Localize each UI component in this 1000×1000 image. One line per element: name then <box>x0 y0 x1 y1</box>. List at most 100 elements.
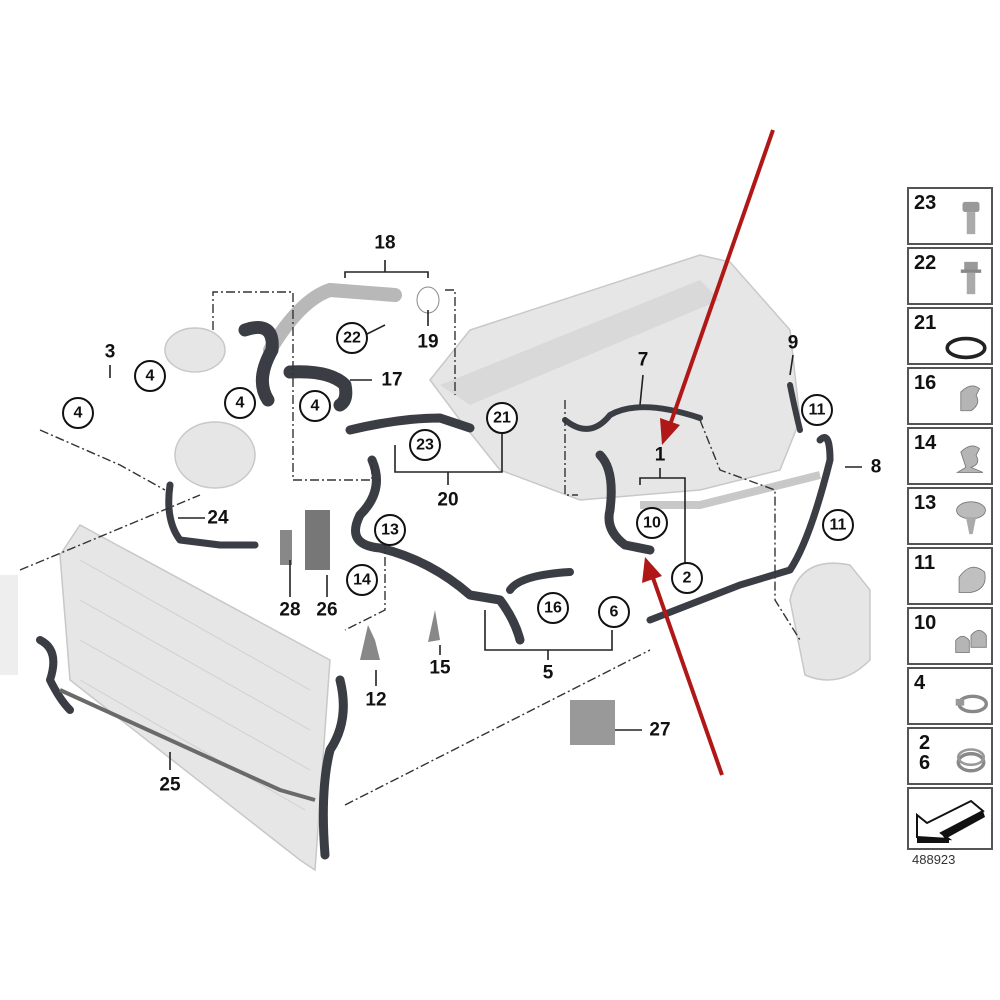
red-arrow-top <box>668 129 775 426</box>
callout-circle <box>62 397 94 429</box>
callout-21: 21 <box>486 402 518 434</box>
callout-25: 25 <box>159 775 181 796</box>
hose-clip-icon <box>955 445 984 473</box>
callout-number: 10 <box>643 515 661 532</box>
callout-number: 11 <box>809 402 826 419</box>
hoses <box>36 321 834 860</box>
callout-number: 26 <box>316 600 337 621</box>
callout-number: 25 <box>159 775 181 796</box>
callout-number: 17 <box>381 370 402 391</box>
callout-6: 6 <box>598 596 630 628</box>
callout-circle <box>134 360 166 392</box>
o-ring-icon <box>945 336 987 360</box>
callout-number: 24 <box>207 508 229 529</box>
legend-item-13: 13 <box>907 487 993 545</box>
callout-2: 2 <box>671 562 703 594</box>
callout-number: 4 <box>74 405 83 422</box>
callout-number: 12 <box>365 690 386 711</box>
callout-5: 5 <box>543 663 554 684</box>
legend-item-2-6: 2 6 <box>907 727 993 785</box>
callout-number: 23 <box>416 437 434 454</box>
callout-4: 4 <box>62 397 94 429</box>
callout-number: 28 <box>279 600 300 621</box>
hose-clip-icon <box>960 385 981 412</box>
callout-10: 10 <box>636 507 668 539</box>
legend-item-11: 11 <box>907 547 993 605</box>
diagram-reference-number: 488923 <box>912 852 956 867</box>
legend-item-10: 10 <box>907 607 993 665</box>
flange-bolt-icon <box>960 261 982 295</box>
callout-19: 19 <box>417 332 438 353</box>
callout-circle <box>374 514 406 546</box>
callout-number: 4 <box>236 395 245 412</box>
brackets <box>280 510 615 745</box>
callout-20: 20 <box>437 490 458 511</box>
callout-number: 14 <box>353 572 371 589</box>
callout-16: 16 <box>537 592 569 624</box>
red-arrowhead-bottom <box>642 557 662 583</box>
legend-item-4: 4 <box>907 667 993 725</box>
radiator <box>0 524 331 872</box>
legend-item-16: 16 <box>907 367 993 425</box>
callout-13: 13 <box>374 514 406 546</box>
callout-number: 18 <box>374 233 395 254</box>
callout-15: 15 <box>429 658 451 679</box>
legend-item-22: 22 <box>907 247 993 305</box>
front-direction-arrow-icon <box>916 799 985 843</box>
callout-circle <box>598 596 630 628</box>
callout-number: 4 <box>311 398 320 415</box>
callout-8: 8 <box>871 457 882 478</box>
callout-circle <box>801 394 833 426</box>
callout-number: 15 <box>429 658 451 679</box>
callout-22: 22 <box>336 322 368 354</box>
callout-number: 5 <box>543 663 554 684</box>
red-arrow-bottom <box>650 574 724 776</box>
highlight-arrows <box>642 129 775 776</box>
callout-27: 27 <box>649 720 670 741</box>
callout-17: 17 <box>381 370 402 391</box>
callout-circle <box>822 509 854 541</box>
callout-1: 1 <box>655 445 666 466</box>
callout-circle <box>537 592 569 624</box>
callout-7: 7 <box>638 350 649 371</box>
callout-number: 2 <box>683 570 692 587</box>
callout-number: 6 <box>610 604 619 621</box>
callout-number: 8 <box>871 457 882 478</box>
callout-11: 11 <box>801 394 833 426</box>
legend-item-21: 21 <box>907 307 993 365</box>
callout-4: 4 <box>134 360 166 392</box>
callout-circle <box>346 564 378 596</box>
red-arrowhead-top <box>660 418 680 445</box>
legend-item-23: 23 <box>907 187 993 245</box>
callout-circle <box>409 429 441 461</box>
callout-circle <box>671 562 703 594</box>
callout-circle <box>486 402 518 434</box>
callout-circle <box>299 390 331 422</box>
engine-block <box>429 254 801 501</box>
spring-clamp-icon <box>956 748 986 773</box>
callout-circle <box>224 387 256 419</box>
callout-number: 4 <box>146 368 155 385</box>
water-pump <box>164 327 256 489</box>
hose-clip-icon <box>958 566 986 593</box>
callout-number: 7 <box>638 350 649 371</box>
callout-number: 16 <box>544 600 562 617</box>
callout-number: 20 <box>437 490 458 511</box>
callout-number: 3 <box>105 342 116 363</box>
callout-number: 22 <box>343 330 361 347</box>
double-clip-icon <box>955 629 987 653</box>
callout-12: 12 <box>365 690 386 711</box>
callout-24: 24 <box>207 508 229 529</box>
callout-4: 4 <box>224 387 256 419</box>
callout-number: 11 <box>830 517 847 534</box>
hose-clamp-icon <box>955 694 988 714</box>
callout-number: 27 <box>649 720 670 741</box>
callout-number: 1 <box>655 445 666 466</box>
callout-number: 19 <box>417 332 438 353</box>
callout-14: 14 <box>346 564 378 596</box>
callout-26: 26 <box>316 600 337 621</box>
bolt-icon <box>962 201 980 235</box>
legend-item-14: 14 <box>907 427 993 485</box>
leader-lines <box>19 260 862 806</box>
